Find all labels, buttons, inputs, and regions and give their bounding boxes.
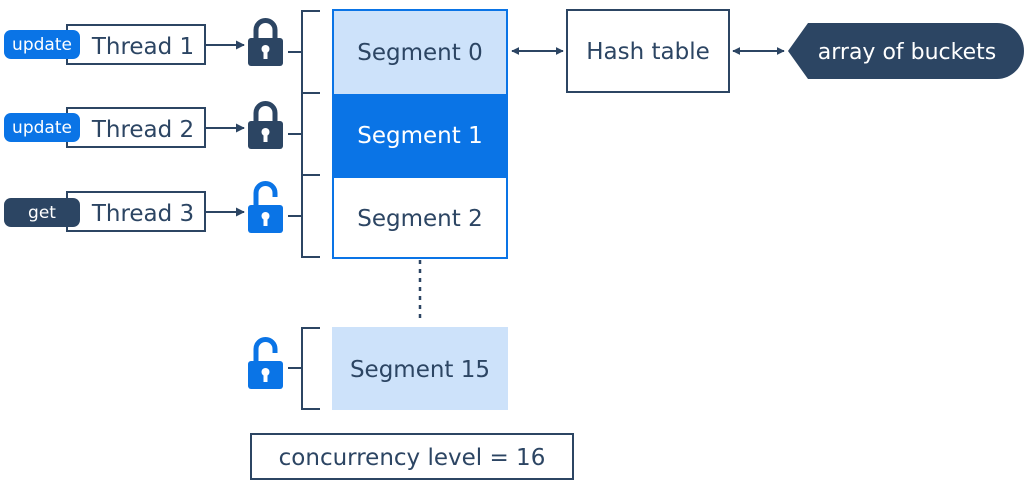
thread-1-label: Thread 1	[91, 34, 194, 60]
bracket-segment-0	[301, 10, 320, 94]
hash-table-node: Hash table	[566, 9, 730, 93]
bracket-segment-15	[301, 327, 320, 410]
segment-15-label: Segment 15	[350, 357, 490, 383]
hash-table-box	[566, 9, 730, 93]
segment-2-label: Segment 2	[357, 206, 482, 232]
locked-padlock-icon	[248, 101, 283, 149]
op-label-2: update	[12, 118, 72, 138]
buckets-shape	[788, 23, 1024, 79]
buckets-label: array of buckets	[818, 40, 996, 65]
buckets-node: array of buckets	[788, 23, 1024, 79]
segments-column: Segment 0 Segment 1 Segment 2	[332, 9, 508, 259]
bracket-segment-1	[301, 92, 320, 176]
thread-2-label: Thread 2	[91, 117, 194, 143]
segment-15-box	[332, 327, 508, 410]
hash-table-label: Hash table	[586, 39, 710, 65]
segment-brackets	[288, 10, 320, 410]
unlocked-padlock-icon	[248, 337, 283, 389]
op-badge-3	[4, 198, 80, 227]
unlocked-padlock-icon	[248, 181, 283, 233]
thread-3-box	[66, 191, 206, 232]
op-badge-2	[4, 113, 80, 142]
segment-15-row: Segment 15	[248, 327, 508, 410]
concurrency-level-box	[250, 433, 574, 480]
op-badge-1	[4, 30, 80, 59]
thread-3-label: Thread 3	[91, 201, 194, 227]
segment-1-box	[333, 94, 507, 178]
thread-row-1: update Thread 1	[4, 18, 283, 66]
segment-0-label: Segment 0	[357, 40, 482, 66]
segment-0-box	[333, 10, 507, 94]
segment-1-label: Segment 1	[357, 123, 482, 149]
thread-row-2: update Thread 2	[4, 101, 283, 149]
op-label-1: update	[12, 35, 72, 55]
op-label-3: get	[28, 203, 56, 223]
concurrency-level-node: concurrency level = 16	[250, 433, 574, 480]
locked-padlock-icon	[248, 18, 283, 66]
thread-row-3: get Thread 3	[4, 181, 283, 233]
bracket-segment-2	[301, 174, 320, 258]
segments-outline	[332, 9, 508, 259]
segment-2-box	[333, 178, 507, 258]
concurrency-level-label: concurrency level = 16	[279, 445, 546, 471]
